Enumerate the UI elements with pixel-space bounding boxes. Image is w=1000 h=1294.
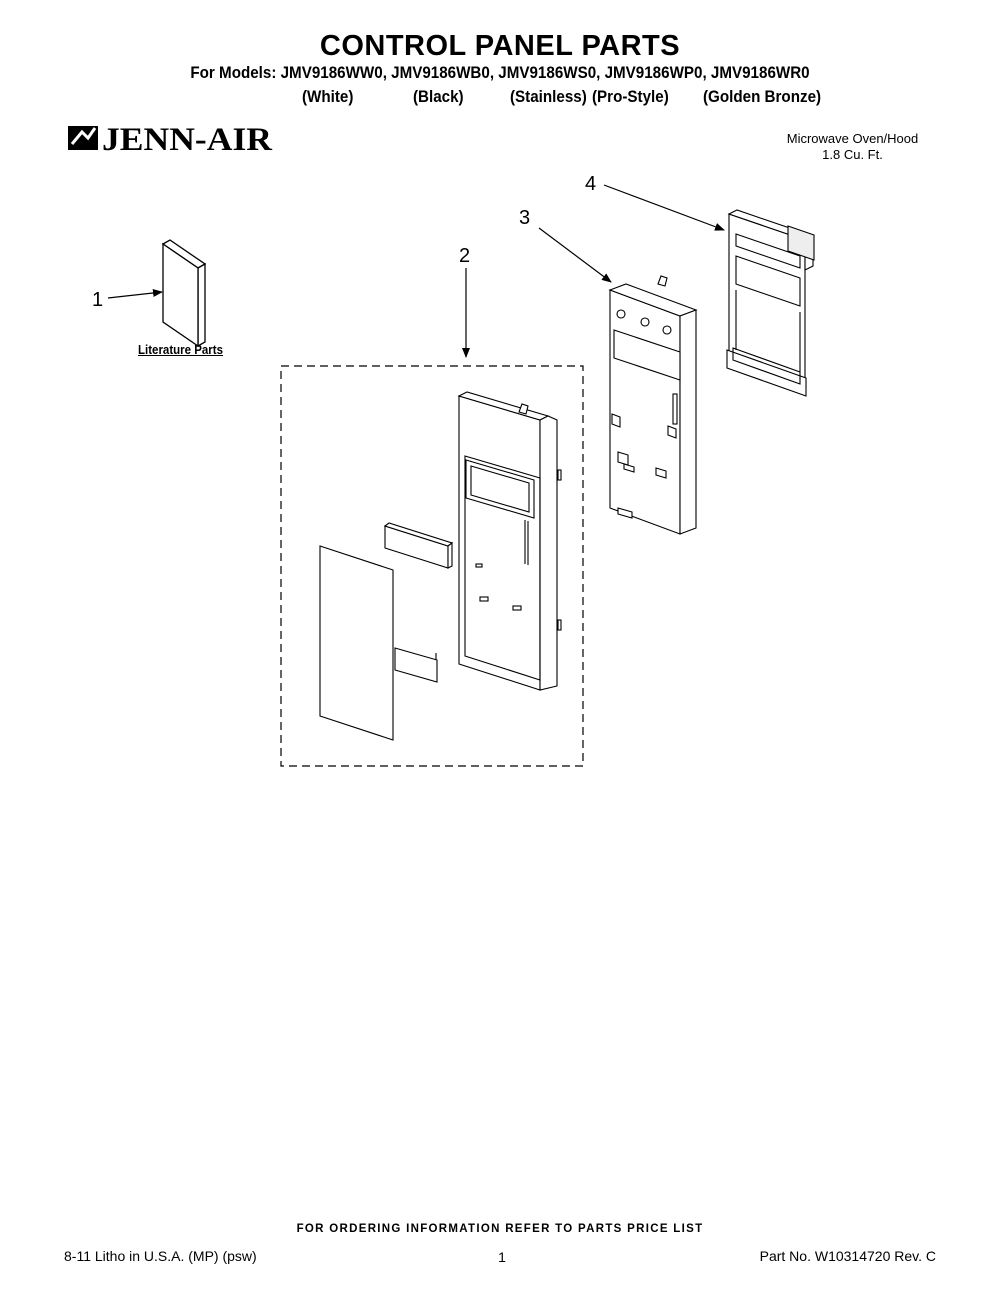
variant-golden-bronze: (Golden Bronze) (703, 88, 822, 106)
leader-arrow-3 (538, 227, 612, 283)
leader-arrow-4 (603, 184, 725, 231)
callout-4: 4 (585, 173, 596, 195)
variant-white: (White) (302, 88, 354, 106)
part-number: Part No. W10314720 Rev. C (759, 1248, 936, 1264)
control-board-module (726, 209, 815, 397)
product-line-1: Microwave Oven/Hood (786, 131, 919, 146)
callout-3: 3 (519, 207, 530, 229)
model-list: For Models: JMV9186WW0, JMV9186WB0, JMV9… (190, 64, 810, 82)
control-panel-frame (457, 391, 562, 691)
jenn-air-logo: JENN-AIR (68, 122, 273, 158)
variant-black: (Black) (413, 88, 464, 106)
litho-info: 8-11 Litho in U.S.A. (MP) (psw) (64, 1248, 257, 1264)
page-title: CONTROL PANEL PARTS (319, 30, 681, 62)
callout-1: 1 (92, 289, 103, 311)
membrane-keypad-overlay (319, 545, 438, 741)
literature-booklet (161, 239, 207, 348)
assembly-boundary-box (280, 365, 584, 767)
control-panel-bracket (608, 275, 698, 535)
product-description: Microwave Oven/Hood 1.8 Cu. Ft. (740, 131, 965, 163)
callout-2: 2 (459, 245, 470, 267)
product-line-2: 1.8 Cu. Ft. (822, 147, 883, 162)
page-number: 1 (498, 1249, 506, 1265)
literature-parts-label: Literature Parts (138, 343, 224, 357)
variant-pro-style: (Pro-Style) (592, 88, 669, 106)
logo-wordmark: JENN-AIR (102, 122, 273, 158)
jenn-air-logo-mark-icon (68, 126, 98, 150)
leader-arrow-1 (107, 289, 163, 299)
variant-stainless: (Stainless) (510, 88, 587, 106)
display-window-insert (383, 522, 454, 569)
ordering-info: FOR ORDERING INFORMATION REFER TO PARTS … (296, 1223, 704, 1235)
